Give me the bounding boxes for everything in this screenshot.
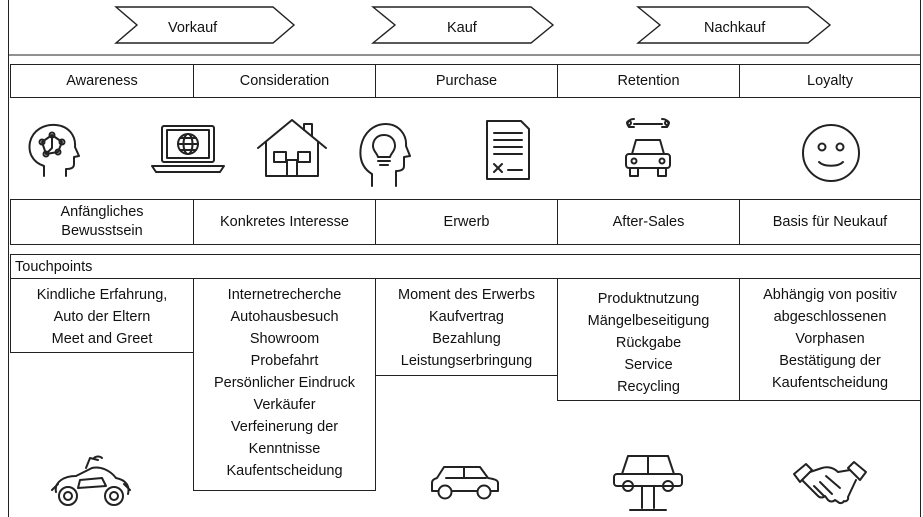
list-item: Leistungserbringung xyxy=(400,353,533,369)
list-item: Rückgabe xyxy=(615,335,682,351)
house-icon xyxy=(257,119,327,177)
list-item: Abhängig von positiv xyxy=(763,287,897,303)
brain-head-icon xyxy=(28,123,80,177)
desc-awareness-line-2: Bewusstsein xyxy=(61,223,143,239)
car-lift-icon xyxy=(613,455,683,511)
list-item: Moment des Erwerbs xyxy=(398,287,535,303)
list-item: Showroom xyxy=(249,331,320,347)
touchpoints-retention: Produktnutzung Mängelbeseitigung Rückgab… xyxy=(557,279,740,401)
touchpoints-loyalty: Abhängig von positiv abgeschlossenen Vor… xyxy=(739,279,921,401)
list-item: Bezahlung xyxy=(432,331,501,347)
phase-arrows xyxy=(8,6,921,56)
car-wrench-icon xyxy=(625,118,671,177)
toy-car-image xyxy=(51,455,131,506)
list-item: Auto der Eltern xyxy=(53,309,151,325)
list-item: Kaufentscheidung xyxy=(771,375,889,391)
stage-awareness: Awareness xyxy=(10,64,194,98)
stage-consideration: Consideration xyxy=(193,64,376,98)
touchpoints-purchase: Moment des Erwerbs Kaufvertrag Bezahlung… xyxy=(375,279,558,376)
phase-label-kauf: Kauf xyxy=(447,20,477,36)
phase-label-vorkauf: Vorkauf xyxy=(168,20,218,36)
list-item: Produktnutzung xyxy=(597,291,700,307)
stage-retention: Retention xyxy=(557,64,740,98)
list-item: Verkäufer xyxy=(253,397,316,413)
desc-awareness-line-1: Anfängliches xyxy=(60,204,144,221)
list-item: Verfeinerung der xyxy=(230,419,339,435)
desc-loyalty: Basis für Neukauf xyxy=(739,199,921,245)
desc-awareness: Anfängliches Bewusstsein xyxy=(10,199,194,245)
car-icon xyxy=(431,466,499,500)
list-item: Autohausbesuch xyxy=(230,309,339,325)
list-item: Mängelbeseitigung xyxy=(587,313,710,329)
list-item: Meet and Greet xyxy=(51,331,153,347)
desc-purchase: Erwerb xyxy=(375,199,558,245)
list-item: Kindliche Erfahrung, xyxy=(36,287,168,303)
phase-label-nachkauf: Nachkauf xyxy=(704,20,766,36)
list-item: Vorphasen xyxy=(795,331,865,347)
list-item: Kaufentscheidung xyxy=(226,463,343,479)
stage-purchase: Purchase xyxy=(375,64,558,98)
smiley-icon xyxy=(802,124,860,182)
list-item: abgeschlossenen xyxy=(773,309,887,325)
list-item: Service xyxy=(624,357,673,373)
list-item: Kenntnisse xyxy=(248,441,321,457)
list-item: Kaufvertrag xyxy=(429,309,504,325)
list-item: Recycling xyxy=(617,379,680,395)
desc-consideration: Konkretes Interesse xyxy=(193,199,376,245)
invoice-icon xyxy=(486,120,530,180)
touchpoints-header: Touchpoints xyxy=(10,254,921,279)
laptop-globe-icon xyxy=(151,125,225,173)
lightbulb-head-icon xyxy=(359,123,411,187)
touchpoints-consideration: Internetrecherche Autohausbesuch Showroo… xyxy=(193,279,376,491)
list-item: Probefahrt xyxy=(250,353,319,369)
phase-arrow-kauf xyxy=(371,6,555,44)
touchpoints-awareness: Kindliche Erfahrung, Auto der Eltern Mee… xyxy=(10,279,194,353)
list-item: Persönlicher Eindruck xyxy=(213,375,356,391)
phase-arrow-nachkauf xyxy=(636,6,832,44)
handshake-icon xyxy=(793,461,867,505)
phase-arrow-vorkauf xyxy=(114,6,296,44)
list-item: Internetrecherche xyxy=(227,287,342,303)
stage-loyalty: Loyalty xyxy=(739,64,921,98)
desc-retention: After-Sales xyxy=(557,199,740,245)
list-item: Bestätigung der xyxy=(779,353,881,369)
